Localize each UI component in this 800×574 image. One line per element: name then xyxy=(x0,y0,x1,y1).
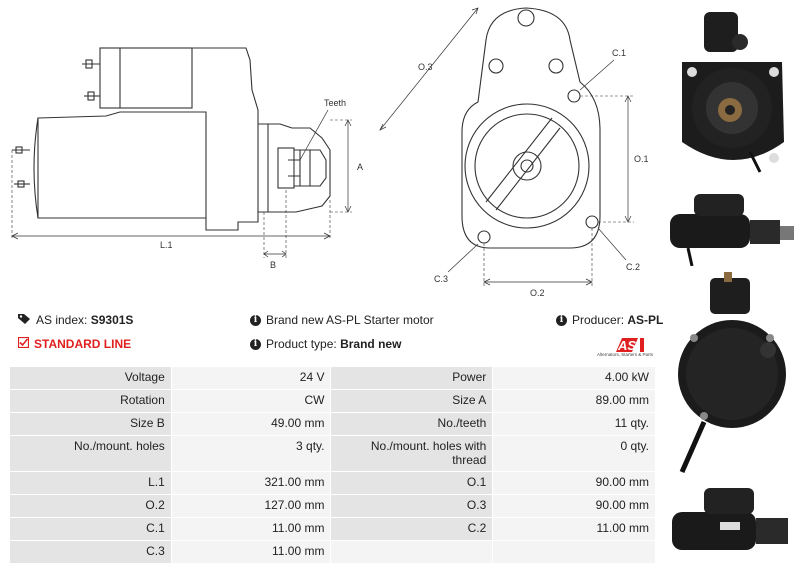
as-pl-logo: AS xyxy=(616,338,644,353)
label-c3: C.3 xyxy=(434,274,448,284)
product-type-value: Brand new xyxy=(340,337,402,351)
producer-label: Producer: xyxy=(572,313,625,327)
spec-value: 0 qty. xyxy=(492,435,656,472)
as-index-row: AS index: S9301S xyxy=(18,313,133,327)
spec-label: O.2 xyxy=(9,494,172,518)
as-index-value: S9301S xyxy=(90,313,134,327)
spec-value: 24 V xyxy=(170,366,332,390)
specification-table: Voltage 24 V Power 4.00 kW Rotation CW S… xyxy=(9,366,656,564)
table-row: No./mount. holes 3 qty. No./mount. holes… xyxy=(9,435,656,472)
spec-label-empty xyxy=(330,540,494,564)
label-b: B xyxy=(270,260,276,270)
logo-tagline: Alternators, Starters & Parts xyxy=(596,352,654,357)
label-o1: O.1 xyxy=(634,154,649,164)
label-c1: C.1 xyxy=(612,48,626,58)
spec-value: 127.00 mm xyxy=(170,494,332,518)
producer-row: i Producer: AS-PL xyxy=(556,313,663,327)
front-view-outline xyxy=(461,7,601,249)
product-description: Brand new AS-PL Starter motor xyxy=(266,313,434,327)
spec-label: No./mount. holes xyxy=(9,435,172,472)
label-l1: L.1 xyxy=(160,240,173,250)
motor-body-outline xyxy=(37,111,207,219)
spec-value: 49.00 mm xyxy=(170,412,332,436)
info-icon: i xyxy=(250,314,261,326)
spec-label: Rotation xyxy=(9,389,172,413)
spec-label: O.3 xyxy=(330,494,494,518)
spec-value: 90.00 mm xyxy=(492,494,656,518)
spec-value: 3 qty. xyxy=(170,435,332,472)
label-teeth: Teeth xyxy=(324,98,346,108)
spec-value: 11 qty. xyxy=(492,412,656,436)
spec-value-empty xyxy=(492,540,656,564)
spec-label: Size A xyxy=(330,389,494,413)
label-c2: C.2 xyxy=(626,262,640,272)
label-o3: O.3 xyxy=(418,62,433,72)
spec-label: No./teeth xyxy=(330,412,494,436)
spec-label: No./mount. holes with thread xyxy=(330,435,494,472)
product-type-row: i Product type: Brand new xyxy=(250,337,401,351)
svg-text:AS: AS xyxy=(617,338,636,353)
product-photo-rear xyxy=(678,272,786,474)
tag-icon xyxy=(18,313,31,327)
product-photo-side xyxy=(670,194,794,266)
spec-label: Size B xyxy=(9,412,172,436)
product-photo-angle xyxy=(672,488,788,550)
spec-value: 11.00 mm xyxy=(170,540,332,564)
spec-value: CW xyxy=(170,389,332,413)
info-icon: i xyxy=(250,338,261,350)
spec-value: 89.00 mm xyxy=(492,389,656,413)
table-row: Size B 49.00 mm No./teeth 11 qty. xyxy=(9,412,656,436)
table-row: Voltage 24 V Power 4.00 kW xyxy=(9,366,656,390)
spec-value: 321.00 mm xyxy=(170,471,332,495)
spec-label: C.2 xyxy=(330,517,494,541)
spec-value: 11.00 mm xyxy=(170,517,332,541)
spec-value: 4.00 kW xyxy=(492,366,656,390)
technical-drawing: Teeth A B L.1 O.3 C.1 O.1 C.3 C.2 O xyxy=(11,7,649,298)
checkbox-icon xyxy=(17,336,30,351)
product-photo-front xyxy=(682,12,784,173)
as-index-label: AS index: xyxy=(36,313,88,327)
spec-label: O.1 xyxy=(330,471,494,495)
info-icon: i xyxy=(556,314,567,326)
table-row: C.3 11.00 mm xyxy=(9,540,656,564)
spec-value: 11.00 mm xyxy=(492,517,656,541)
table-row: L.1 321.00 mm O.1 90.00 mm xyxy=(9,471,656,495)
spec-label: L.1 xyxy=(9,471,172,495)
standard-line-badge: STANDARD LINE xyxy=(34,337,132,351)
spec-value: 90.00 mm xyxy=(492,471,656,495)
table-row: Rotation CW Size A 89.00 mm xyxy=(9,389,656,413)
description-row: i Brand new AS-PL Starter motor xyxy=(250,313,434,327)
label-o2: O.2 xyxy=(530,288,545,298)
producer-value: AS-PL xyxy=(627,313,664,327)
product-type-label: Product type: xyxy=(266,337,337,351)
spec-label: Voltage xyxy=(9,366,172,390)
standard-line-row: STANDARD LINE xyxy=(17,336,132,351)
table-row: O.2 127.00 mm O.3 90.00 mm xyxy=(9,494,656,518)
spec-label: C.3 xyxy=(9,540,172,564)
table-row: C.1 11.00 mm C.2 11.00 mm xyxy=(9,517,656,541)
label-a: A xyxy=(357,162,363,172)
spec-label: C.1 xyxy=(9,517,172,541)
spec-label: Power xyxy=(330,366,494,390)
solenoid-outline xyxy=(99,47,193,109)
